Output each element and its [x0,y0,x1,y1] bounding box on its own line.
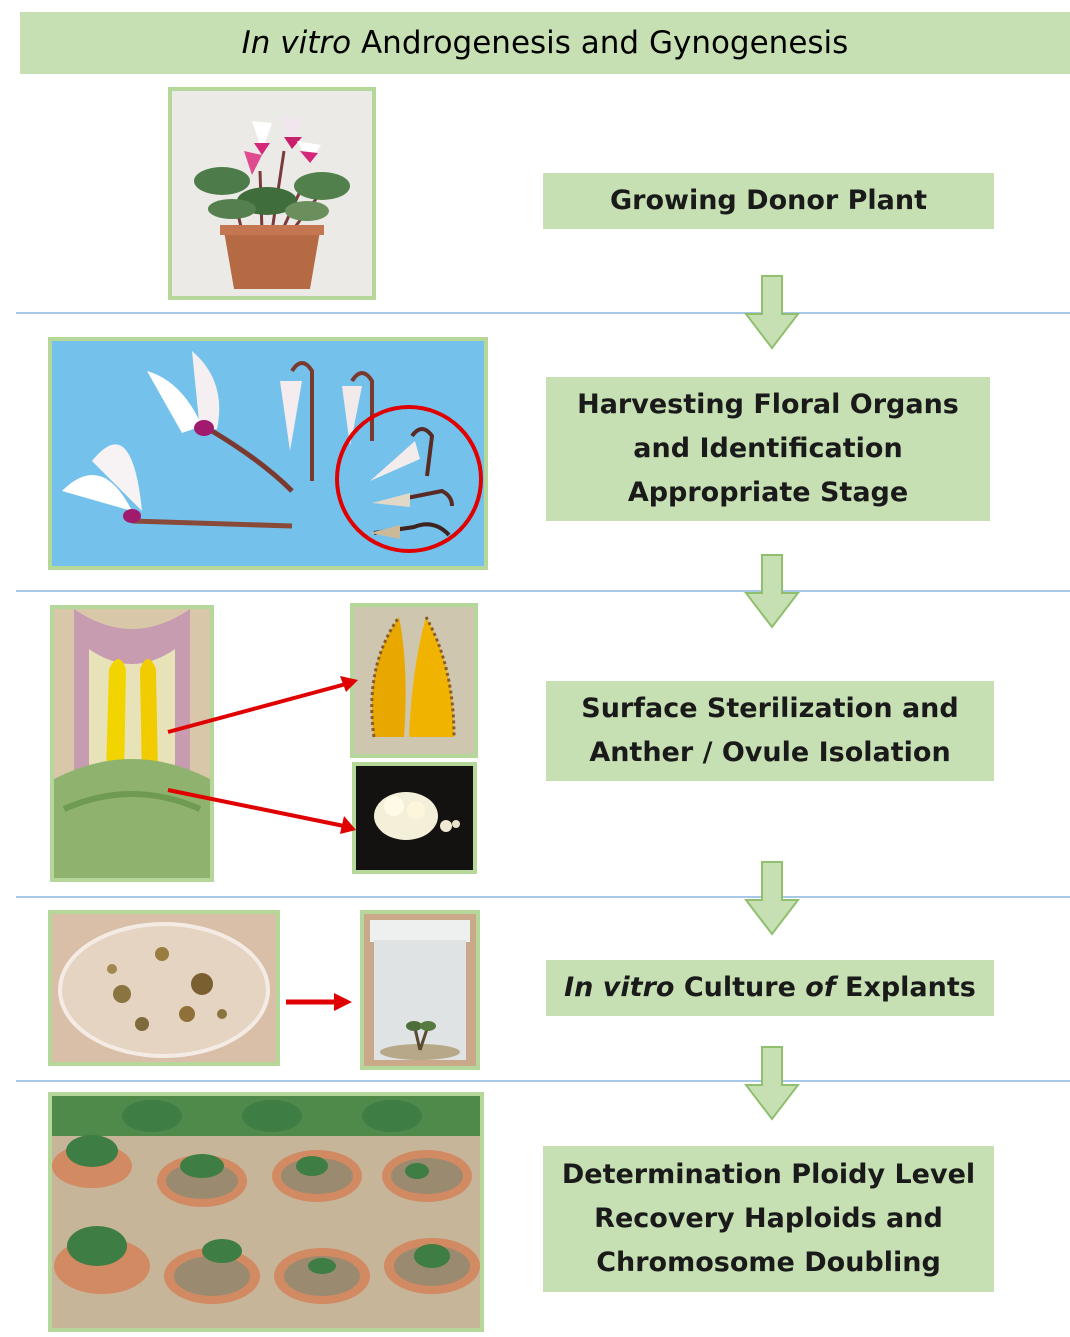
down-arrow-2-icon [742,553,802,629]
row-divider-2 [16,590,1070,592]
row-divider-3 [16,896,1070,898]
step2-line3: Appropriate Stage [628,471,908,515]
step-growing-donor-plant: Growing Donor Plant [543,173,994,229]
ovule-callus-photo [352,762,477,874]
step3-line2: Anther / Ovule Isolation [589,731,950,775]
down-arrow-3-icon [742,860,802,936]
donor-plant-photo [168,87,376,300]
step4-italic: In vitro [564,972,674,1003]
row-divider-4 [16,1080,1070,1082]
title-italic: In vitro [242,25,351,61]
step3-line1: Surface Sterilization and [581,687,958,731]
culture-jar-photo [360,910,480,1070]
step4-italic2: of [805,972,835,1003]
step1-text: Growing Donor Plant [610,179,927,223]
step-surface-sterilization: Surface Sterilization and Anther / Ovule… [546,681,994,781]
row-divider-1 [16,312,1070,314]
step5-line1: Determination Ploidy Level [562,1153,975,1197]
flowers-stage-photo [48,337,488,570]
anther-photo [350,603,478,758]
step2-line2: and Identification [633,427,902,471]
title-banner: In vitro Androgenesis and Gynogenesis [20,12,1070,74]
title-text: Androgenesis and Gynogenesis [351,25,848,61]
acclimatized-plants-photo [48,1092,484,1332]
step2-line1: Harvesting Floral Organs [577,383,959,427]
step5-line3: Chromosome Doubling [596,1241,941,1285]
down-arrow-1-icon [742,274,802,350]
red-arrows-isolation [160,670,360,840]
step-in-vitro-culture: In vitro Culture of Explants [546,960,994,1016]
down-arrow-4-icon [742,1045,802,1121]
petri-dish-photo [48,910,280,1066]
red-arrow-culture [284,990,354,1014]
step5-line2: Recovery Haploids and [594,1197,943,1241]
step4-mid: Culture [674,972,805,1003]
step4-rest: Explants [836,972,976,1003]
step-harvesting-floral-organs: Harvesting Floral Organs and Identificat… [546,377,990,521]
step-determination-ploidy: Determination Ploidy Level Recovery Hapl… [543,1146,994,1292]
